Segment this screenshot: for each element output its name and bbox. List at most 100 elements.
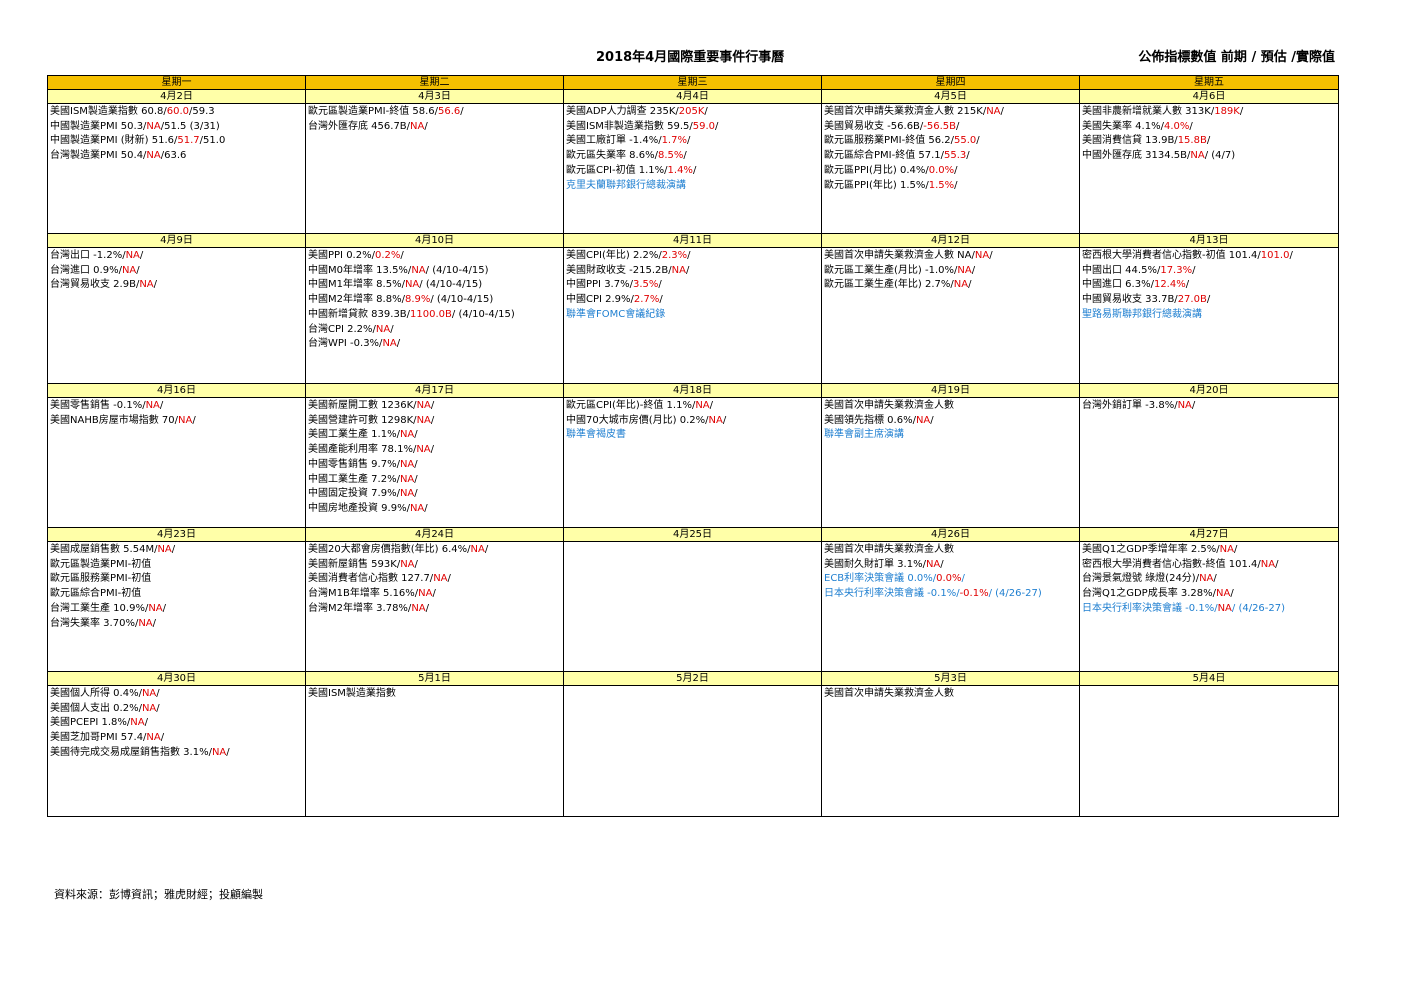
- event-item: 美國工廠訂單 -1.4%/1.7%/: [566, 134, 819, 149]
- event-indicator: 歐元區CPI(年比)-終值 1.1%/: [566, 400, 696, 411]
- weekday-header: 星期四: [821, 75, 1080, 90]
- event-indicator: 中國工業生產 7.2%/: [308, 473, 400, 485]
- date-cell: 4月27日: [1079, 527, 1339, 542]
- event-indicator: 美國工廠訂單 -1.4%/: [566, 135, 662, 147]
- event-suffix: /: [961, 573, 965, 585]
- event-suffix: /: [414, 473, 418, 485]
- event-actual-value: 205K: [678, 106, 705, 117]
- day-events-cell: 美國CPI(年比) 2.2%/2.3%/美國財政收支 -215.2B/NA/中國…: [563, 247, 822, 384]
- day-events-cell: 美國Q1之GDP季增年率 2.5%/NA/密西根大學消費者信心指數-終值 101…: [1079, 541, 1339, 672]
- event-item: 歐元區製造業PMI-初值: [50, 558, 303, 573]
- event-item: 美國ADP人力調查 235K/205K/: [566, 105, 819, 120]
- event-item: 美國消費者信心指數 127.7/NA/: [308, 572, 561, 587]
- event-indicator: 中國M2年增率 8.8%/: [308, 294, 405, 306]
- date-cell: 4月24日: [305, 527, 564, 542]
- event-indicator: 美國PCEPI 1.8%/: [50, 717, 131, 729]
- event-actual-value: NA: [925, 558, 941, 570]
- event-suffix: /: [704, 106, 708, 117]
- event-suffix: /: [1206, 135, 1211, 147]
- events-row: 台灣出口 -1.2%/NA/台灣進口 0.9%/NA/台灣貿易收支 2.9B/N…: [47, 247, 1339, 384]
- event-actual-value: 0.0%: [936, 573, 962, 585]
- event-indicator: 歐元區服務業PMI-初值: [50, 573, 152, 585]
- event-indicator: 中國70大城市房價(月比) 0.2%/: [566, 414, 709, 426]
- event-item: 台灣製造業PMI 50.4/NA/63.6: [50, 149, 303, 164]
- event-suffix: /: [430, 400, 435, 411]
- event-indicator: 美國財政收支 -215.2B/: [566, 264, 672, 276]
- event-indicator: 歐元區製造業PMI-終值 58.6/: [308, 106, 439, 117]
- event-item: 美國NAHB房屋市場指數 70/NA/: [50, 414, 303, 429]
- day-events-cell: 美國首次申請失業救濟金人數: [821, 685, 1080, 817]
- event-actual-value: NA: [382, 338, 397, 350]
- events-row: 美國零售銷售 -0.1%/NA/美國NAHB房屋市場指數 70/NA/美國新屋開…: [47, 397, 1339, 528]
- event-indicator: 美國工業生產 1.1%/: [308, 429, 400, 441]
- event-suffix: /: [424, 120, 428, 132]
- event-indicator: 美國首次申請失業救濟金人數 NA/: [824, 250, 975, 261]
- event-item: 中國CPI 2.9%/2.7%/: [566, 293, 819, 308]
- event-actual-value: 56.6: [438, 106, 461, 117]
- event-item: 歐元區綜合PMI-終值 57.1/55.3/: [824, 149, 1077, 164]
- event-actual-value: 1.5%: [928, 179, 955, 191]
- event-actual-value: NA: [708, 414, 723, 426]
- event-indicator: 中國M1年增率 8.5%/: [308, 279, 405, 291]
- day-events-cell: 密西根大學消費者信心指數-初值 101.4/101.0/中國出口 44.5%/1…: [1079, 247, 1339, 384]
- event-suffix: /: [1189, 120, 1193, 132]
- event-actual-value: NA: [1216, 588, 1231, 600]
- event-item: 台灣貿易收支 2.9B/NA/: [50, 278, 303, 293]
- event-indicator: 台灣景氣燈號 綠燈(24分)/: [1082, 573, 1200, 585]
- event-indicator: 歐元區工業生產(年比) 2.7%/: [824, 279, 954, 291]
- event-actual-value: NA: [953, 279, 969, 291]
- event-item: 歐元區綜合PMI-初值: [50, 587, 303, 602]
- event-actual-value: NA: [416, 414, 431, 426]
- event-indicator: 歐元區PPI(年比) 1.5%/: [824, 179, 929, 191]
- day-events-cell: 台灣出口 -1.2%/NA/台灣進口 0.9%/NA/台灣貿易收支 2.9B/N…: [47, 247, 306, 384]
- event-actual-value: NA: [957, 264, 972, 276]
- event-indicator: 台灣工業生產 10.9%/: [50, 602, 149, 614]
- event-item: 中國零售銷售 9.7%/NA/: [308, 458, 561, 473]
- event-suffix: /: [1239, 106, 1244, 117]
- event-item: 歐元區PPI(月比) 0.4%/0.0%/: [824, 164, 1077, 179]
- event-item: 美國PCEPI 1.8%/NA/: [50, 716, 303, 731]
- event-suffix: /: [424, 502, 428, 514]
- date-cell: 5月1日: [305, 671, 564, 686]
- event-suffix: /: [976, 135, 980, 147]
- event-item: 密西根大學消費者信心指數-初值 101.4/101.0/: [1082, 249, 1336, 264]
- date-cell: 5月2日: [563, 671, 822, 686]
- event-actual-value: NA: [986, 106, 1001, 117]
- event-actual-value: 51.7: [177, 135, 200, 147]
- event-indicator: 中國製造業PMI (財新) 51.6/: [50, 135, 178, 147]
- event-actual-value: NA: [141, 688, 157, 699]
- event-suffix: /: [414, 458, 418, 470]
- event-actual-value: NA: [411, 264, 426, 276]
- event-item: 中國外匯存底 3134.5B/NA/ (4/7): [1082, 149, 1336, 164]
- event-actual-value: NA: [121, 264, 137, 276]
- event-actual-value: NA: [146, 150, 161, 162]
- event-suffix: /: [1230, 588, 1234, 600]
- event-suffix: /: [968, 279, 972, 291]
- event-suffix: / (4/26-27): [988, 588, 1042, 600]
- event-suffix: /: [1234, 544, 1238, 555]
- event-actual-value: 101.0: [1260, 250, 1290, 261]
- date-cell: 4月20日: [1079, 383, 1339, 398]
- event-actual-value: 1.4%: [667, 164, 693, 176]
- event-item: 美國新屋銷售 593K/NA/: [308, 558, 561, 573]
- event-item: 歐元區工業生產(月比) -1.0%/NA/: [824, 264, 1077, 279]
- event-actual-value: NA: [399, 473, 415, 485]
- event-suffix: /51.0: [199, 135, 226, 147]
- event-suffix: / (4/10-4/15): [419, 279, 483, 291]
- event-actual-value: NA: [671, 264, 686, 276]
- event-actual-value: NA: [375, 323, 391, 335]
- event-indicator: 台灣WPI -0.3%/: [308, 338, 383, 350]
- event-suffix: /: [659, 294, 663, 306]
- event-actual-value: 3.5%: [632, 279, 659, 291]
- event-actual-value: 0.0%: [928, 164, 955, 176]
- event-actual-value: 8.5%: [657, 150, 684, 162]
- event-item: 歐元區服務業PMI-終值 56.2/55.0/: [824, 134, 1077, 149]
- event-actual-value: NA: [399, 488, 415, 500]
- event-suffix: /: [156, 702, 160, 714]
- event-actual-value: NA: [1260, 558, 1276, 570]
- date-cell: 4月19日: [821, 383, 1080, 398]
